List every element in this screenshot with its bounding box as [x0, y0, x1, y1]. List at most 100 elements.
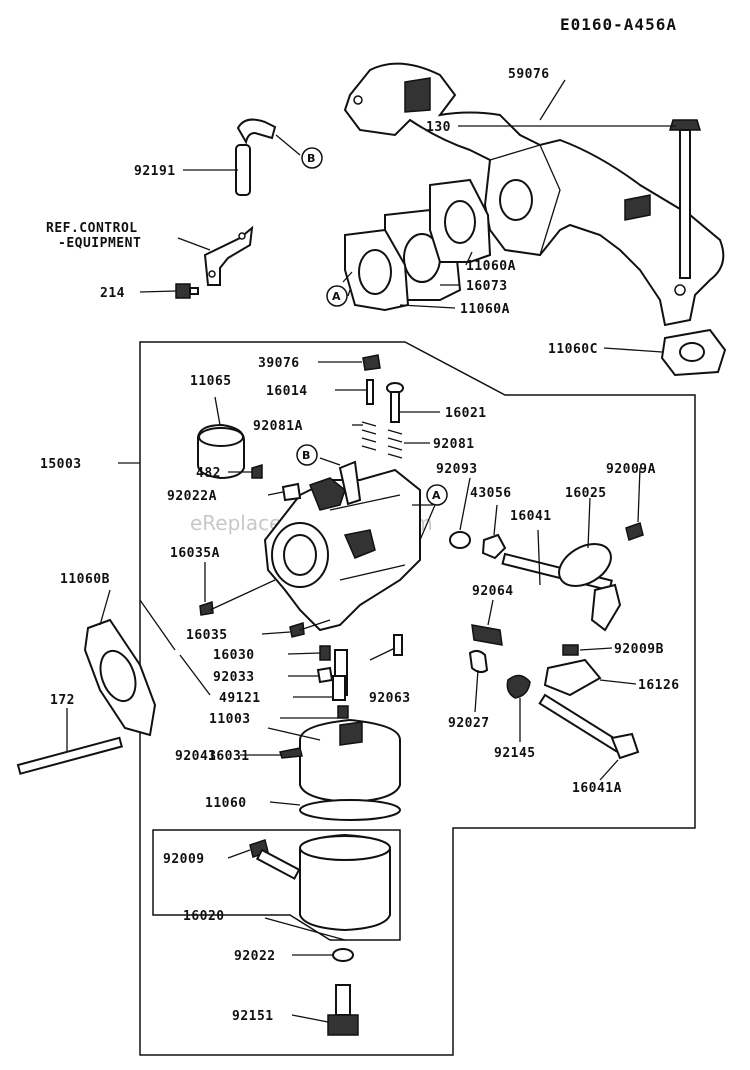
- jet-16030: [319, 645, 331, 661]
- leader-lines: [66, 79, 676, 1023]
- label-92151: 92151: [232, 1009, 274, 1024]
- label-59076: 59076: [508, 67, 550, 82]
- callout-b-top: B: [275, 134, 323, 169]
- screw-92009B: [562, 644, 579, 656]
- carburetor-assembly-frame: [139, 341, 696, 1056]
- label-11060: 11060: [205, 796, 247, 811]
- label-92093: 92093: [436, 462, 478, 477]
- label-214: 214: [100, 286, 125, 301]
- screw-214: [175, 283, 199, 299]
- label-16035A: 16035A: [170, 546, 220, 561]
- spring-92033: [316, 666, 334, 684]
- gasket-11060B: [83, 618, 157, 737]
- washer-43056: [481, 533, 507, 560]
- callout-a-left: A: [326, 285, 351, 307]
- label-16073: 16073: [466, 279, 508, 294]
- screw-16014: [366, 379, 374, 405]
- filter-element-16020: [299, 833, 391, 932]
- jet-11003: [337, 705, 349, 719]
- stud-172: [16, 736, 123, 775]
- throttle-plate-16126: [543, 658, 602, 697]
- intake-manifold: [343, 62, 725, 327]
- choke-plate-16025: [558, 543, 612, 587]
- label-11065: 11065: [190, 374, 232, 389]
- screw-16035A: [199, 600, 214, 616]
- jet-49121: [332, 675, 346, 701]
- part-482: [251, 463, 263, 479]
- spring-92145: [506, 674, 531, 699]
- spring-92064: [471, 624, 503, 646]
- label-92009: 92009: [163, 852, 205, 867]
- frame-break-line: [139, 599, 211, 696]
- label-11060A-top: 11060A: [466, 259, 516, 274]
- callout-b-carb: B: [296, 444, 318, 466]
- svg-text:B: B: [302, 449, 310, 462]
- svg-text:A: A: [432, 489, 441, 502]
- label-482: 482: [196, 466, 221, 481]
- cap-39076: [362, 354, 381, 371]
- label-92145: 92145: [494, 746, 536, 761]
- label-16020: 16020: [183, 909, 225, 924]
- label-16031: 16031: [208, 749, 250, 764]
- label-39076: 39076: [258, 356, 300, 371]
- bolt-92009: [249, 839, 301, 880]
- label-92191: 92191: [134, 164, 176, 179]
- label-11003: 11003: [209, 712, 251, 727]
- float-bowl-16031: [299, 718, 401, 804]
- label-92063: 92063: [369, 691, 411, 706]
- label-16030: 16030: [213, 648, 255, 663]
- label-16021: 16021: [445, 406, 487, 421]
- ref-note-line2: -EQUIPMENT: [58, 236, 141, 251]
- control-bracket: [203, 225, 254, 286]
- label-92081A: 92081A: [253, 419, 303, 434]
- label-16025: 16025: [565, 486, 607, 501]
- screw-92009A: [625, 522, 644, 541]
- label-16035: 16035: [186, 628, 228, 643]
- label-16126: 16126: [638, 678, 680, 693]
- screw-16035: [289, 622, 305, 638]
- carburetor-body: [263, 460, 421, 632]
- screw-92063: [393, 634, 403, 656]
- svg-text:B: B: [307, 152, 315, 165]
- hose-92191: [235, 118, 277, 196]
- label-16041A: 16041A: [572, 781, 622, 796]
- gasket-11060: [299, 799, 401, 821]
- label-172: 172: [50, 693, 75, 708]
- leader-carb-left: [209, 579, 331, 631]
- label-16014: 16014: [266, 384, 308, 399]
- gasket-11060A-top: [429, 178, 492, 263]
- label-43056: 43056: [470, 486, 512, 501]
- washer-92022A: [281, 482, 302, 502]
- pin-92043: [279, 747, 303, 759]
- svg-text:A: A: [332, 290, 341, 303]
- label-130: 130: [426, 120, 451, 135]
- screw-16021: [386, 382, 404, 423]
- label-92022: 92022: [234, 949, 276, 964]
- air-filter-box: [152, 829, 401, 941]
- gasket-11060A-bottom: [344, 228, 410, 312]
- label-92027: 92027: [448, 716, 490, 731]
- label-11060B: 11060B: [60, 572, 110, 587]
- part-92027: [468, 649, 489, 674]
- spring-92081: [387, 429, 403, 459]
- gasket-11060C: [660, 328, 727, 377]
- cap-11065: [197, 423, 245, 480]
- bolt-130: [668, 119, 702, 279]
- label-92022A: 92022A: [167, 489, 217, 504]
- label-92043: 92043: [175, 749, 217, 764]
- ref-note-line1: REF.CONTROL: [46, 221, 138, 236]
- label-49121: 49121: [219, 691, 261, 706]
- label-11060A-bottom: 11060A: [460, 302, 510, 317]
- label-11060C: 11060C: [548, 342, 598, 357]
- label-92009B: 92009B: [614, 642, 664, 657]
- label-92033: 92033: [213, 670, 255, 685]
- o-ring-92093: [449, 531, 471, 549]
- label-92064: 92064: [472, 584, 514, 599]
- diagram-code: E0160-A456A: [560, 15, 677, 34]
- label-92081: 92081: [433, 437, 475, 452]
- callout-a-carb: A: [426, 484, 448, 506]
- spring-92081A: [361, 421, 377, 451]
- label-92009A: 92009A: [606, 462, 656, 477]
